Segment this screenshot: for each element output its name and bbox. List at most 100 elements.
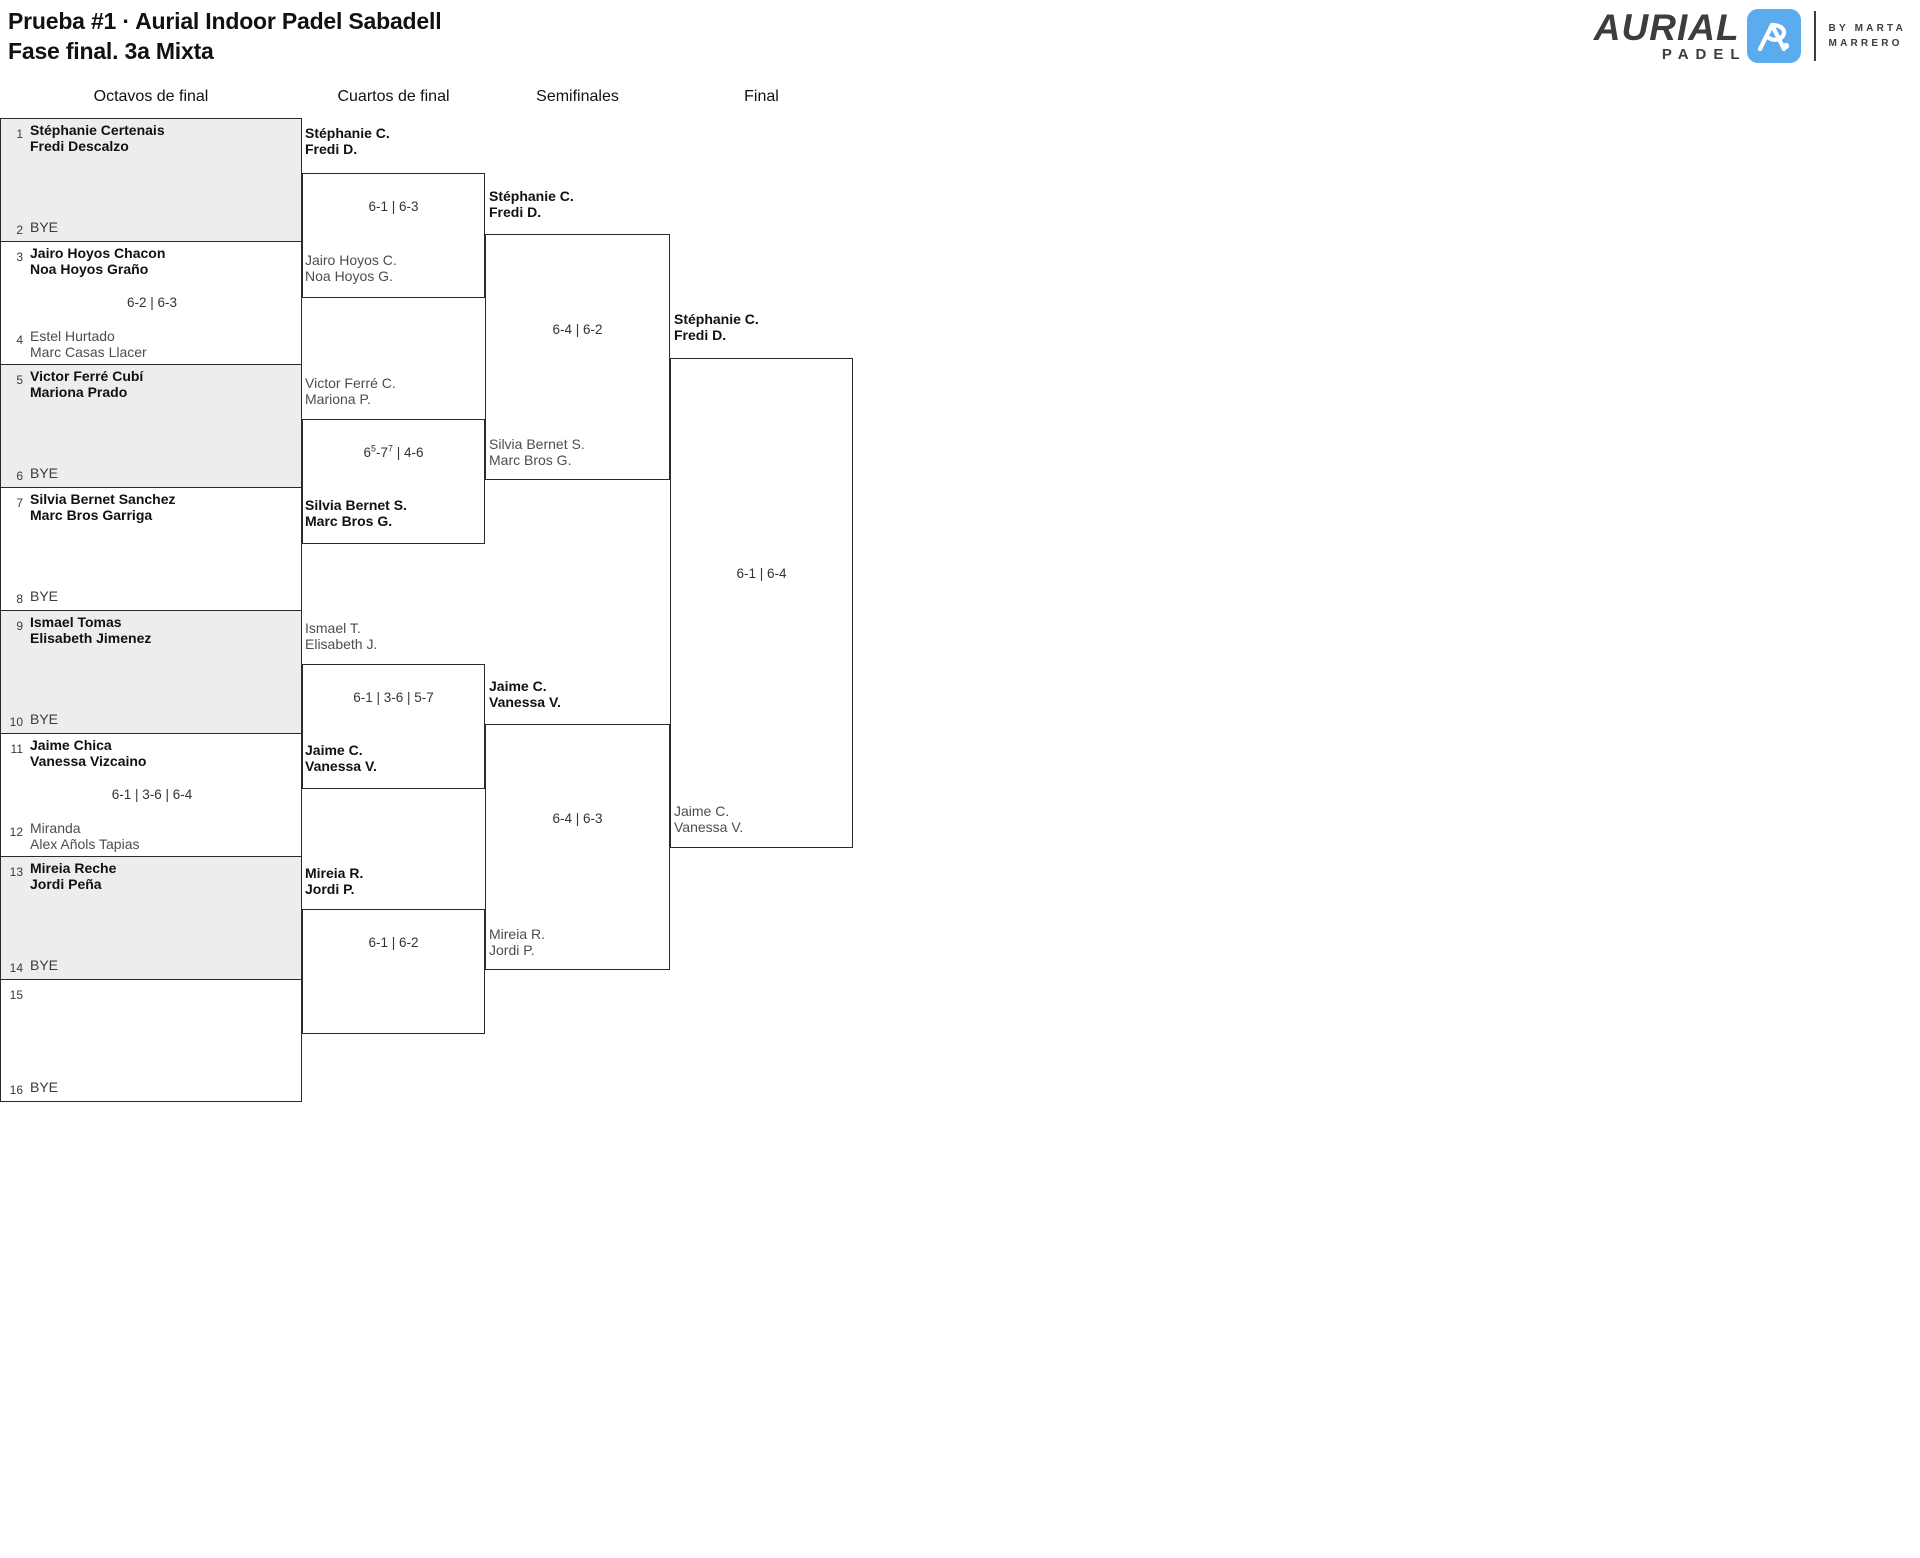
seed-number: 8 [16,592,23,606]
tournament-phase: Fase final. 3a Mixta [8,38,214,64]
r2-score-3: 6-1 | 3-6 | 5-7 [353,690,434,705]
r1-match-8[interactable]: 15 16 BYE [0,979,302,1102]
round-heading-octavos: Octavos de final [93,88,209,105]
seed-number: 6 [16,469,23,483]
logo-wordmark: AURIAL PADEL [1593,6,1740,63]
r3-team-bottom-1: Silvia Bernet S. Marc Bros G. [489,436,585,468]
r2-connector-2[interactable] [302,419,485,544]
logo-sub-text: PADEL [1661,45,1747,63]
r1-slot-9: 9 Ismael Tomas Elisabeth Jimenez [1,614,303,646]
r1-slot-15: 15 [1,983,303,1002]
team-name: Ismael Tomas Elisabeth Jimenez [30,614,152,646]
seed-number: 12 [9,825,23,839]
bye-label: BYE [30,219,59,235]
seed-number: 9 [16,619,23,633]
r1-slot-16: 16 BYE [1,1078,303,1097]
team-name: Stéphanie Certenais Fredi Descalzo [30,122,165,154]
seed-number: 13 [9,865,23,879]
r1-slot-5: 5 Victor Ferré Cubí Mariona Prado [1,368,303,400]
seed-number: 7 [16,496,23,510]
r3-team-top-1: Stéphanie C. Fredi D. [489,188,574,220]
r3-connector-1[interactable] [485,234,670,480]
r1-slot-11: 11 Jaime Chica Vanessa Vizcaino [1,737,303,769]
logo-brand-text: AURIAL [1593,6,1740,48]
r2-team-bottom-1: Jairo Hoyos C. Noa Hoyos G. [305,252,397,284]
team-name: Mireia Reche Jordi Peña [30,860,117,892]
r1-match-2[interactable]: 3 Jairo Hoyos Chacon Noa Hoyos Graño 6-2… [0,241,302,364]
r3-team-bottom-2: Mireia R. Jordi P. [489,926,546,958]
round-heading-semifinales: Semifinales [536,88,619,105]
logo-byline-2: MARRERO [1828,38,1903,49]
seed-number: 11 [10,742,23,756]
aurial-padel-logo: AURIAL PADEL BY MARTA MARRERO [1594,8,1906,64]
team-name: Miranda Alex Añols Tapias [30,820,140,852]
logo-divider [1813,11,1816,61]
r2-score-2: 65-77 | 4-6 [363,443,424,460]
round-heading-cuartos: Cuartos de final [337,88,450,105]
seed-number: 5 [16,373,23,387]
seed-number: 14 [9,961,23,975]
r3-team-top-2: Jaime C. Vanessa V. [489,678,561,710]
r1-slot-12: 12 Miranda Alex Añols Tapias [1,820,303,852]
r1-score-6: 6-1 | 3-6 | 6-4 [111,787,193,802]
page-title: Prueba #1 · Aurial Indoor Padel Sabadell… [8,6,442,66]
r2-connector-3[interactable] [302,664,485,789]
seed-number: 15 [9,988,23,1002]
r3-score-2: 6-4 | 6-3 [552,811,603,826]
r1-slot-1: 1 Stéphanie Certenais Fredi Descalzo [1,122,303,154]
r1-slot-10: 10 BYE [1,710,303,729]
r1-slot-7: 7 Silvia Bernet Sanchez Marc Bros Garrig… [1,491,303,523]
r2-team-top-1: Stéphanie C. Fredi D. [305,125,390,157]
r4-team-runner-up: Jaime C. Vanessa V. [674,803,744,835]
team-name: Jairo Hoyos Chacon Noa Hoyos Graño [30,245,166,277]
seed-number: 3 [16,250,23,264]
r2-connector-1[interactable] [302,173,485,298]
r2-team-top-3: Ismael T. Elisabeth J. [305,620,378,652]
r1-score-2: 6-2 | 6-3 [126,295,178,310]
round-heading-final: Final [744,88,779,105]
logo-byline-1: BY MARTA [1828,23,1906,34]
seed-number: 4 [16,333,23,347]
team-name: Silvia Bernet Sanchez Marc Bros Garriga [30,491,176,523]
seed-number: 1 [16,127,23,141]
r1-slot-14: 14 BYE [1,956,303,975]
bye-label: BYE [30,957,59,973]
r1-slot-13: 13 Mireia Reche Jordi Peña [1,860,303,892]
team-name: Victor Ferré Cubí Mariona Prado [30,368,144,400]
tournament-name: Prueba #1 · Aurial Indoor Padel Sabadell [8,8,442,34]
r1-match-3[interactable]: 5 Victor Ferré Cubí Mariona Prado 6 BYE [0,364,302,487]
team-name: Estel Hurtado Marc Casas Llacer [30,328,147,360]
r1-slot-6: 6 BYE [1,464,303,483]
r1-slot-2: 2 BYE [1,218,303,237]
r1-match-5[interactable]: 9 Ismael Tomas Elisabeth Jimenez 10 BYE [0,610,302,733]
r2-team-top-4: Mireia R. Jordi P. [305,865,364,897]
r2-connector-4[interactable] [302,909,485,1034]
r4-connector[interactable] [670,358,853,848]
team-name: Jaime Chica Vanessa Vizcaino [30,737,147,769]
round-1-column: 1 Stéphanie Certenais Fredi Descalzo 2 B… [0,118,302,1102]
r1-match-1[interactable]: 1 Stéphanie Certenais Fredi Descalzo 2 B… [0,118,302,241]
r1-slot-8: 8 BYE [1,587,303,606]
bye-label: BYE [30,465,59,481]
seed-number: 2 [16,223,23,237]
logo-monogram-icon [1746,9,1801,63]
r1-match-7[interactable]: 13 Mireia Reche Jordi Peña 14 BYE [0,856,302,979]
r2-score-4: 6-1 | 6-2 [368,935,419,950]
seed-number: 10 [9,715,23,729]
r4-score: 6-1 | 6-4 [736,566,787,581]
r2-team-bottom-3: Jaime C. Vanessa V. [305,742,377,774]
r3-score-1: 6-4 | 6-2 [552,322,603,337]
r1-slot-3: 3 Jairo Hoyos Chacon Noa Hoyos Graño [1,245,303,277]
r1-match-4[interactable]: 7 Silvia Bernet Sanchez Marc Bros Garrig… [0,487,302,610]
bye-label: BYE [30,1079,59,1095]
r2-score-1: 6-1 | 6-3 [368,199,419,214]
bye-label: BYE [30,588,59,604]
r4-team-champion: Stéphanie C. Fredi D. [674,311,759,343]
r1-match-6[interactable]: 11 Jaime Chica Vanessa Vizcaino 6-1 | 3-… [0,733,302,856]
r2-team-bottom-2: Silvia Bernet S. Marc Bros G. [305,497,407,529]
r2-team-top-2: Victor Ferré C. Mariona P. [305,375,396,407]
r1-slot-4: 4 Estel Hurtado Marc Casas Llacer [1,328,303,360]
bye-label: BYE [30,711,59,727]
r3-connector-2[interactable] [485,724,670,970]
